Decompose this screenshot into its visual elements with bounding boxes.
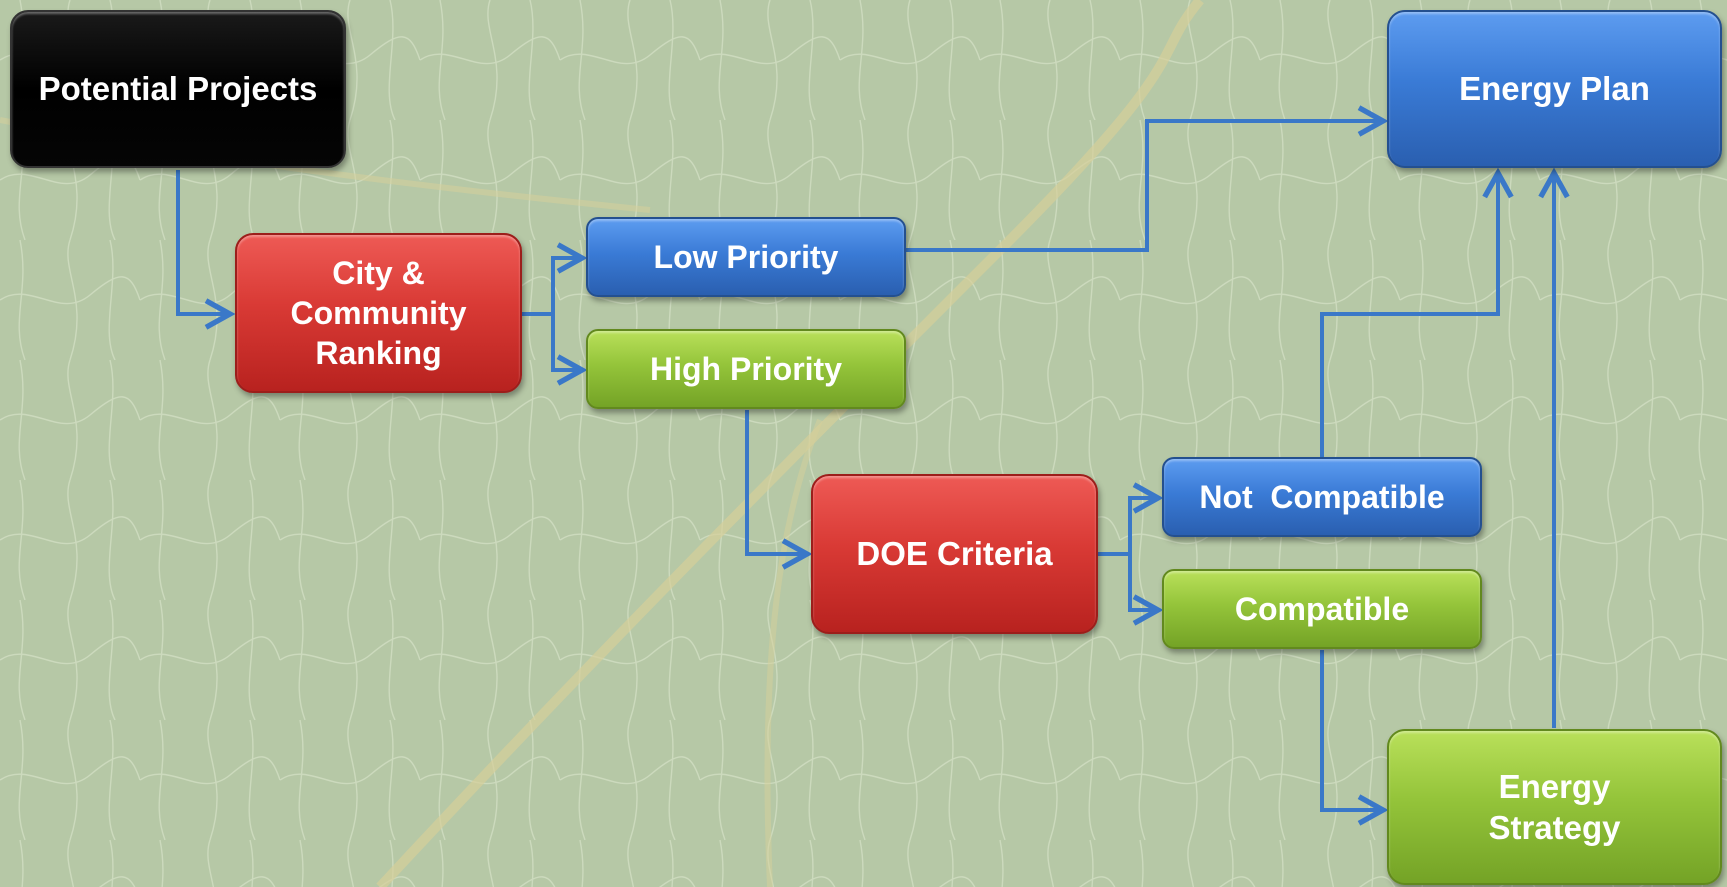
arrow-high-priority-to-doe — [745, 410, 807, 554]
arrow-potential-to-ranking — [176, 170, 230, 314]
node-energy-strategy-label: Energy Strategy — [1488, 767, 1621, 846]
node-doe-criteria: DOE Criteria — [811, 474, 1098, 634]
node-compatible: Compatible — [1162, 569, 1482, 649]
arrow-doe-to-compatible — [1098, 552, 1158, 610]
node-high-priority-label: High Priority — [649, 351, 842, 387]
node-potential-projects-label: Potential Projects — [38, 70, 318, 108]
node-city-community-ranking-label: City & Community Ranking — [290, 255, 467, 371]
node-energy-plan-label: Energy Plan — [1459, 70, 1650, 108]
node-not-compatible-label: Not Compatible — [1199, 479, 1445, 515]
arrow-compatible-to-energy-strategy — [1320, 650, 1383, 810]
node-low-priority: Low Priority — [586, 217, 906, 297]
arrow-low-priority-to-energy-plan — [906, 121, 1383, 252]
node-potential-projects: Potential Projects — [10, 10, 346, 168]
arrow-ranking-to-high-priority — [522, 312, 582, 370]
node-doe-criteria-label: DOE Criteria — [856, 535, 1053, 573]
node-energy-plan: Energy Plan — [1387, 10, 1722, 168]
node-city-community-ranking: City & Community Ranking — [235, 233, 522, 393]
node-energy-strategy: Energy Strategy — [1387, 729, 1722, 885]
node-not-compatible: Not Compatible — [1162, 457, 1482, 537]
node-low-priority-label: Low Priority — [653, 239, 839, 275]
arrow-doe-to-not-compatible — [1098, 498, 1158, 556]
arrow-not-compatible-to-energy-plan — [1320, 173, 1498, 457]
node-compatible-label: Compatible — [1234, 591, 1410, 627]
node-high-priority: High Priority — [586, 329, 906, 409]
arrow-ranking-to-low-priority — [522, 258, 582, 316]
